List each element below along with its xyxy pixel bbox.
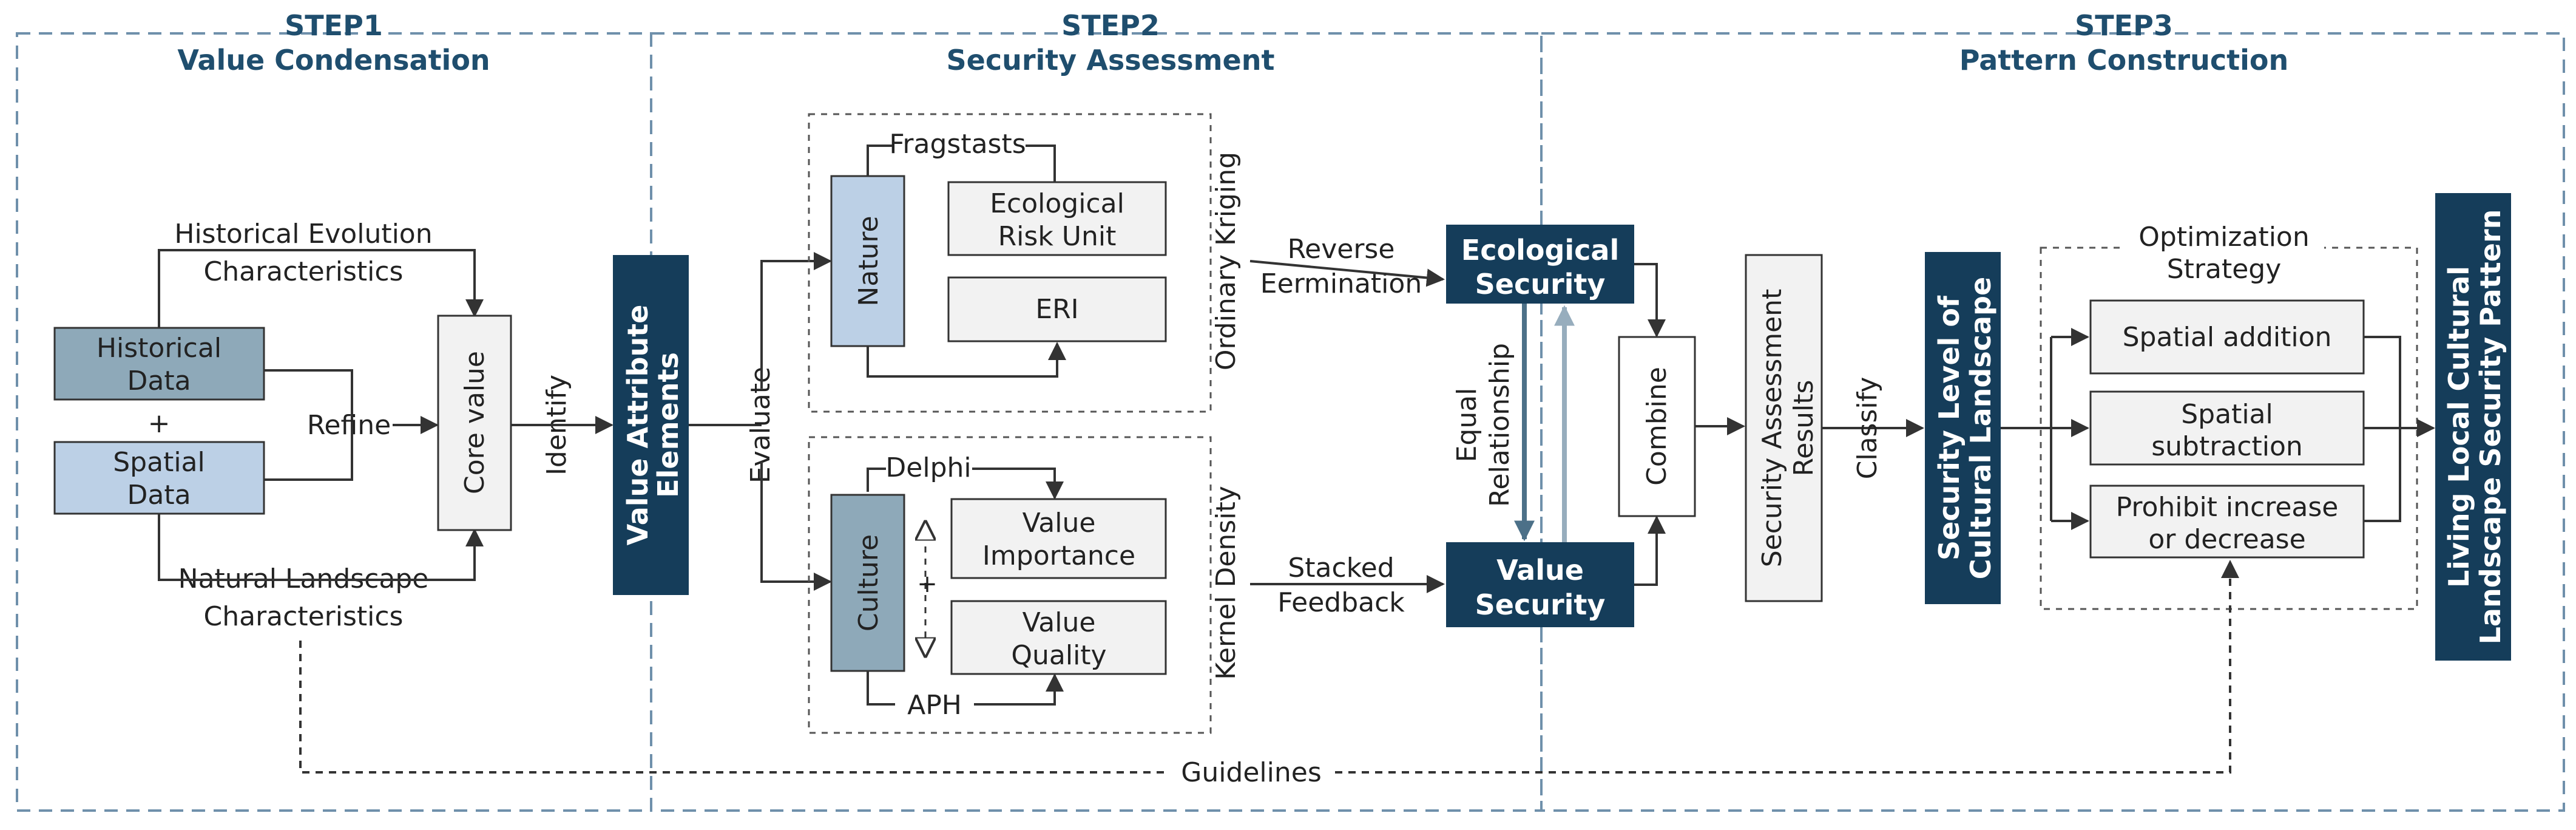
culture-box	[830, 494, 905, 672]
value-plus-sign: +	[917, 570, 938, 598]
historical-data-line2: Data	[127, 366, 191, 396]
connector-fragstats	[867, 145, 1056, 182]
historical-evolution-line2: Characteristics	[204, 256, 404, 287]
stacked-line2: Feedback	[1277, 587, 1405, 618]
equal-relationship-line2: Relationship	[1484, 343, 1515, 507]
value-attribute-box	[613, 255, 689, 595]
security-level-line2: Cultural Landscape	[1964, 277, 1997, 579]
connector-strategy-merge	[2364, 336, 2401, 522]
eri-box	[947, 276, 1167, 342]
plus-sign: +	[148, 408, 171, 439]
connector-aph	[867, 671, 1055, 706]
connector-refine-bracket	[264, 369, 353, 481]
nature-box	[830, 175, 905, 347]
spatial-subtraction-line2: subtraction	[2151, 431, 2303, 462]
connector-delphi	[867, 468, 1055, 498]
eco-risk-unit-line1: Ecological	[990, 188, 1124, 219]
reverse-line2: Eermination	[1260, 268, 1422, 299]
value-security-line1: Value	[1496, 554, 1584, 587]
results-line2: Results	[1788, 380, 1819, 477]
ecological-security-box	[1446, 225, 1634, 304]
value-attribute-line2: Elements	[652, 352, 685, 498]
spatial-subtraction-line1: Spatial	[2181, 399, 2273, 430]
results-line1: Security Assessment	[1757, 289, 1788, 568]
step3-name: Pattern Construction	[1959, 44, 2288, 77]
value-quality-line1: Value	[1023, 607, 1096, 638]
value-security-line2: Security	[1475, 588, 1606, 621]
kernel-density-label: Kernel Density	[1211, 486, 1242, 680]
optimization-line2: Strategy	[2167, 254, 2282, 285]
value-importance-line1: Value	[1023, 508, 1096, 539]
step2-name: Security Assessment	[947, 44, 1275, 77]
nature-label: Nature	[853, 216, 884, 306]
living-pattern-line2: Landscape Security Pattern	[2474, 209, 2507, 645]
security-level-box	[1925, 252, 2001, 604]
step1-name: Value Condensation	[177, 44, 490, 77]
aph-label: APH	[907, 690, 962, 721]
spatial-data-line1: Spatial	[113, 447, 205, 478]
spatial-subtraction-box	[2089, 390, 2365, 466]
ecological-security-line2: Security	[1475, 268, 1606, 301]
stacked-line1: Stacked	[1288, 553, 1394, 583]
prohibit-line2: or decrease	[2148, 524, 2305, 555]
connector-eco-to-combine	[1634, 263, 1666, 338]
value-importance-line2: Importance	[982, 540, 1135, 571]
delphi-label: Delphi	[885, 452, 971, 483]
core-value-label: Core value	[459, 351, 490, 494]
step3-panel	[1540, 32, 2565, 812]
eco-risk-unit-line2: Risk Unit	[998, 221, 1117, 252]
optimization-line1: Optimization	[2138, 222, 2309, 253]
connector-eri-loop	[867, 342, 1066, 378]
connector-evaluate-down	[760, 461, 832, 591]
value-attribute-line1: Value Attribute	[621, 305, 654, 546]
connector-evaluate-up	[760, 252, 832, 389]
step2-panel	[650, 32, 1543, 812]
guidelines-label: Guidelines	[1181, 757, 1322, 788]
connector-value-to-combine	[1634, 515, 1666, 586]
eri-label: ERI	[1035, 294, 1078, 325]
combine-box	[1618, 336, 1696, 517]
prohibit-line1: Prohibit increase	[2116, 492, 2339, 523]
core-value-box	[437, 315, 512, 531]
spatial-addition-label: Spatial addition	[2123, 322, 2332, 353]
value-quality-line2: Quality	[1011, 640, 1106, 671]
value-security-box	[1446, 542, 1634, 627]
living-pattern-box	[2435, 193, 2511, 661]
ecological-security-line1: Ecological	[1461, 234, 1619, 267]
historical-evolution-line1: Historical Evolution	[174, 219, 432, 250]
connector-historical-evolution	[158, 249, 484, 328]
culture-label: Culture	[853, 534, 884, 631]
optimization-title-bg	[2124, 225, 2324, 272]
classify-label: Classify	[1852, 377, 1883, 480]
culture-group-frame	[808, 436, 1212, 734]
historical-data-line1: Historical	[96, 333, 221, 364]
step1-label: STEP1	[285, 9, 383, 42]
guidelines-line	[299, 562, 2230, 774]
combine-label: Combine	[1641, 367, 1672, 486]
ordinary-kriging-label: Ordinary Kriging	[1211, 152, 1242, 370]
nature-group-frame	[808, 113, 1212, 413]
connector-natural-landscape	[158, 514, 484, 581]
historical-data-box	[53, 327, 265, 401]
living-pattern-line1: Living Local Cultural	[2442, 266, 2475, 588]
equal-relationship-line1: Equal	[1452, 388, 1482, 463]
arrow-kriging-to-ecological	[1249, 260, 1445, 287]
step2-label: STEP2	[1061, 9, 1160, 42]
reverse-line1: Reverse	[1288, 234, 1395, 265]
value-importance-box	[950, 498, 1167, 579]
step3-label: STEP3	[2075, 9, 2173, 42]
security-level-line1: Security Level of	[1933, 295, 1966, 560]
spatial-data-line2: Data	[127, 480, 191, 511]
eco-risk-unit-box	[947, 181, 1167, 256]
natural-landscape-line2: Characteristics	[204, 601, 404, 632]
refine-label: Refine	[307, 410, 391, 441]
fragstats-label: Fragstasts	[889, 129, 1026, 160]
step1-panel	[16, 32, 652, 812]
